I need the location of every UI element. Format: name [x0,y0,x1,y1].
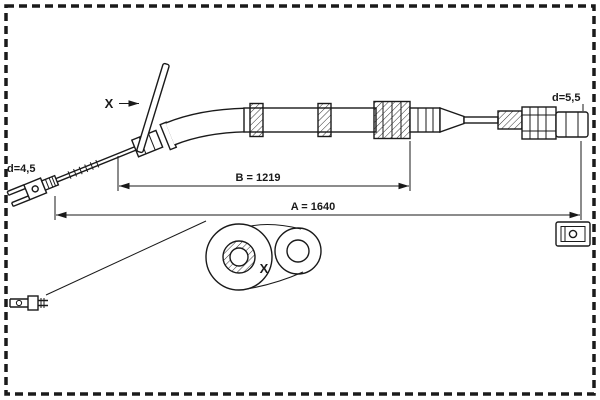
inner-cable-left [55,143,143,183]
end-barrel [555,111,589,138]
ribbed-sleeve [497,110,523,130]
dimension-b: B = 1219 [117,141,411,191]
right-end-fitting [521,106,589,140]
clip-detail-view [555,221,591,247]
mounting-plate [136,62,170,154]
section-marker-label: X [105,96,114,111]
conduit-grommet-band-1 [249,102,264,138]
label-dimension-b: B = 1219 [236,172,281,184]
corrugated-sleeve [373,100,411,140]
bracket-main-hole [229,247,249,267]
adjuster-section [409,107,441,133]
spline-block [521,106,557,140]
label-diameter-left: d=4,5 [7,163,35,175]
inner-cable-right [463,116,499,124]
left-fitting-detail-view [9,295,48,311]
detail-marker-label: X [260,261,269,276]
bracket-small-hole [286,239,310,263]
detail-leader-line [45,220,207,296]
left-clevis-fitting [6,143,143,208]
conduit-bend [165,107,247,146]
conduit-tube [243,107,377,133]
clevis-pin [31,185,39,193]
label-diameter-right: d=5,5 [552,92,580,104]
conduit-grommet-band-2 [317,102,332,138]
x-reference-marker: X [105,96,139,111]
dimension-a: A = 1640 [54,141,582,220]
perforated-border [4,4,596,396]
label-dimension-a: A = 1640 [291,201,336,213]
detail-bracket-view: X [205,223,322,291]
